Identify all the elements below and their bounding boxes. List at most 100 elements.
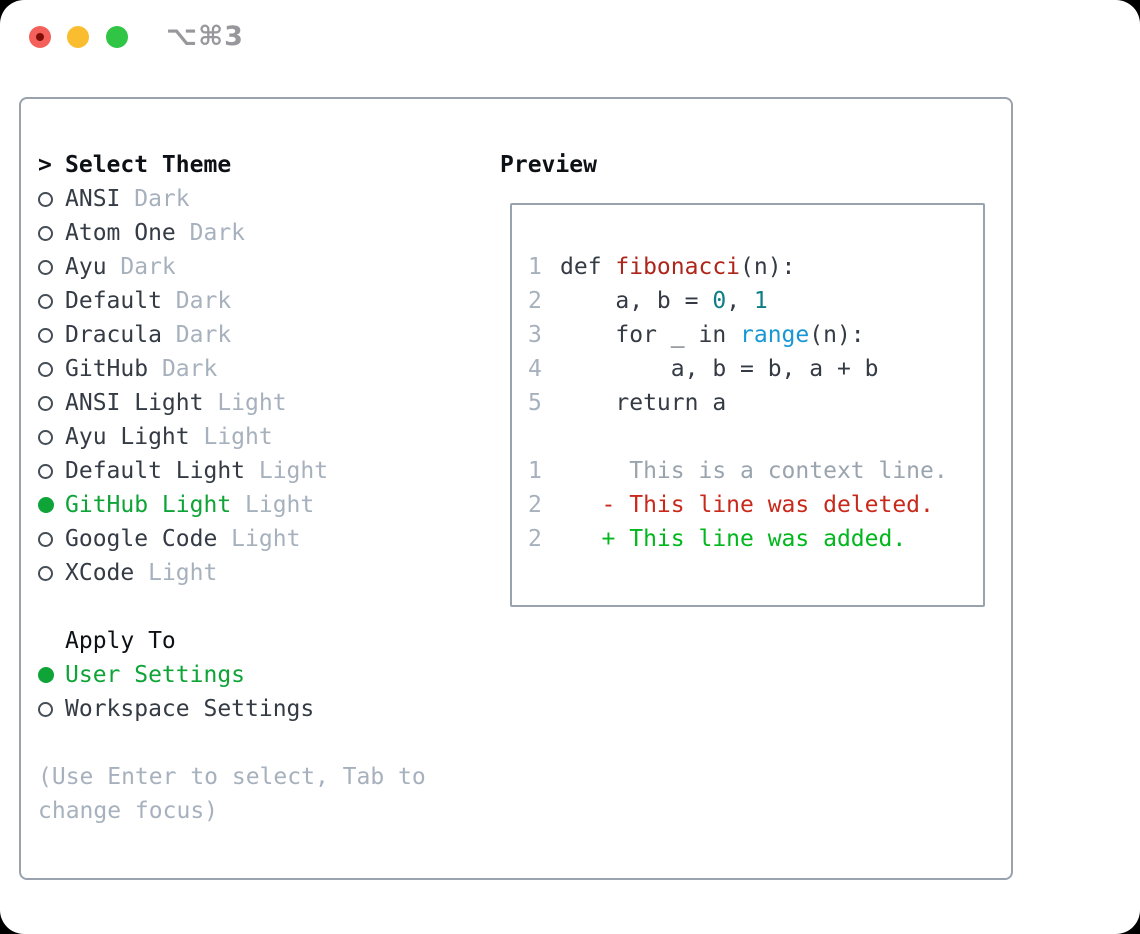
theme-name: Ayu Light [65, 424, 190, 450]
code-token: def [560, 254, 616, 280]
theme-option[interactable]: XCode Light [38, 556, 478, 590]
line-number: 2 [528, 492, 542, 518]
minimize-button[interactable] [67, 26, 89, 48]
theme-option[interactable]: ANSI Light Light [38, 386, 478, 420]
code-token: fibonacci [615, 254, 741, 280]
apply-to-header: Apply To [38, 624, 478, 658]
theme-name: GitHub Light [65, 492, 232, 518]
code-token: a, b = [560, 288, 713, 314]
radio-circle [38, 395, 53, 411]
apply-to-title: Apply To [65, 628, 176, 654]
theme-option[interactable]: Atom One Dark [38, 216, 478, 250]
radio-selected-icon [38, 658, 65, 692]
theme-name: XCode [65, 560, 135, 586]
theme-option[interactable]: GitHub Dark [38, 352, 478, 386]
preview-line: 1 This is a context line. [528, 454, 983, 488]
code-token: (n): [740, 254, 796, 280]
line-number: 1 [528, 254, 542, 280]
code-token: (n): [809, 322, 865, 348]
zoom-button[interactable] [106, 26, 128, 48]
line-number: 3 [528, 322, 542, 348]
theme-variant: Light [231, 492, 315, 518]
apply-option-label: Workspace Settings [65, 696, 315, 722]
theme-variant: Light [134, 560, 218, 586]
close-button[interactable] [29, 26, 51, 48]
radio-circle [38, 531, 53, 547]
radio-icon [38, 556, 65, 590]
apply-option[interactable]: User Settings [38, 658, 478, 692]
preview-line: 3 for _ in range(n): [528, 318, 983, 352]
radio-circle [38, 701, 53, 717]
theme-name: GitHub [65, 356, 149, 382]
theme-name: ANSI [65, 186, 121, 212]
code-token: return a [560, 390, 727, 416]
preview-line: 2 - This line was deleted. [528, 488, 983, 522]
theme-option[interactable]: Default Dark [38, 284, 478, 318]
preview-line [528, 420, 983, 454]
radio-icon [38, 250, 65, 284]
spacer [38, 590, 478, 624]
code-token: , [726, 288, 754, 314]
line-number: 5 [528, 390, 542, 416]
select-theme-title: Select Theme [65, 152, 232, 178]
theme-variant: Dark [161, 322, 232, 348]
radio-icon [38, 352, 65, 386]
code-token: + This line was added. [560, 526, 907, 552]
theme-option[interactable]: GitHub Light Light [38, 488, 478, 522]
theme-name: Default [65, 288, 162, 314]
theme-option[interactable]: Dracula Dark [38, 318, 478, 352]
preview-line: 2 + This line was added. [528, 522, 983, 556]
theme-option[interactable]: Ayu Dark [38, 250, 478, 284]
theme-name: Ayu [65, 254, 107, 280]
titlebar: ⌥⌘3 [0, 0, 1140, 75]
apply-option[interactable]: Workspace Settings [38, 692, 478, 726]
theme-option[interactable]: Ayu Light Light [38, 420, 478, 454]
line-number: 4 [528, 356, 542, 382]
radio-icon [38, 692, 65, 726]
radio-icon [38, 454, 65, 488]
radio-circle [38, 361, 53, 377]
theme-variant: Light [203, 390, 287, 416]
radio-icon [38, 420, 65, 454]
theme-option[interactable]: ANSI Dark [38, 182, 478, 216]
radio-circle [38, 429, 53, 445]
radio-icon [38, 284, 65, 318]
theme-variant: Dark [175, 220, 246, 246]
radio-circle [38, 667, 54, 683]
radio-circle [38, 327, 53, 343]
line-number: 1 [528, 458, 542, 484]
prompt-marker: > [38, 148, 65, 182]
radio-circle [38, 259, 53, 275]
theme-variant: Dark [148, 356, 218, 382]
radio-circle [38, 293, 53, 309]
theme-name: Dracula [65, 322, 162, 348]
radio-icon [38, 182, 65, 216]
preview-line: 4 a, b = b, a + b [528, 352, 983, 386]
theme-variant: Light [217, 526, 301, 552]
theme-variant: Dark [106, 254, 176, 280]
theme-option[interactable]: Default Light Light [38, 454, 478, 488]
radio-circle [38, 191, 53, 207]
code-token: This is a context line. [560, 458, 948, 484]
code-token: 0 [712, 288, 727, 314]
apply-to-indent [38, 624, 65, 658]
theme-option[interactable]: Google Code Light [38, 522, 478, 556]
theme-name: ANSI Light [65, 390, 204, 416]
code-token: - This line was deleted. [560, 492, 934, 518]
radio-circle [38, 463, 53, 479]
preview-line: 1 def fibonacci(n): [528, 250, 983, 284]
radio-selected-icon [38, 488, 65, 522]
preview-line: 2 a, b = 0, 1 [528, 284, 983, 318]
line-number: 2 [528, 288, 542, 314]
theme-variant: Dark [120, 186, 190, 212]
select-theme-header: > Select Theme [38, 148, 478, 182]
preview-line: 5 return a [528, 386, 983, 420]
theme-variant: Dark [161, 288, 232, 314]
line-number: 2 [528, 526, 542, 552]
radio-icon [38, 386, 65, 420]
